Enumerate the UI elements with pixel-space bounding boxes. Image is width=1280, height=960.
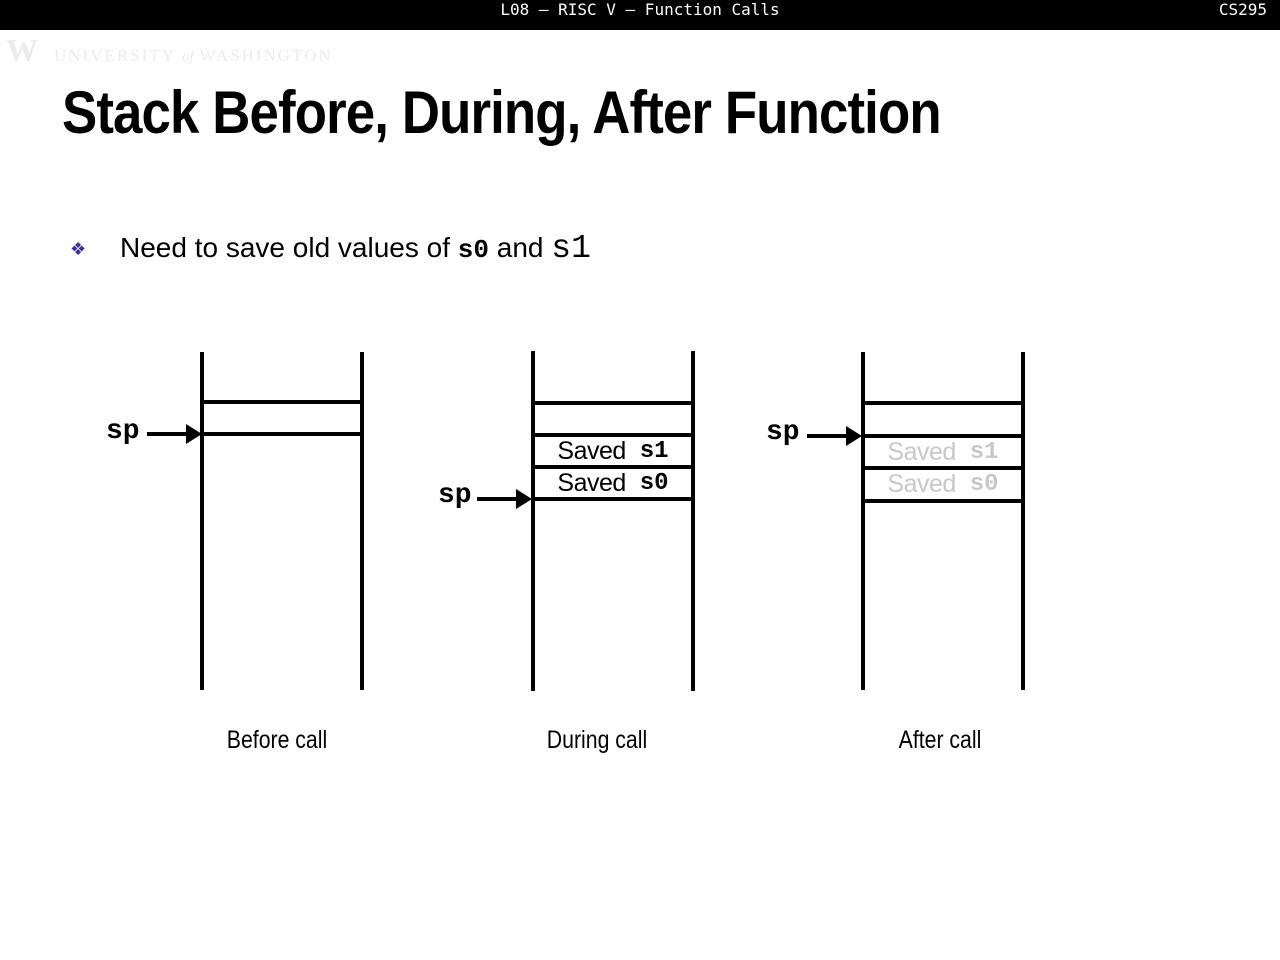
bullet-diamond-icon: ❖	[70, 239, 87, 259]
header-bar: L08 – RISC V – Function Calls CS295	[0, 0, 1280, 30]
stack-cell-line	[531, 465, 695, 469]
register-name: s1	[639, 437, 669, 465]
stack-right-wall	[1021, 352, 1025, 690]
stack-cell-line	[861, 466, 1025, 470]
watermark-university: UNIVERSITY	[54, 46, 176, 65]
sp-arrow-line	[147, 432, 191, 436]
sp-pointer-label: sp	[106, 416, 140, 447]
stack-cell-stale-s0: Saved s0	[865, 470, 1021, 498]
stack-cell-saved-s1: Saved s1	[535, 437, 691, 465]
stack-cell-line	[200, 432, 364, 436]
stack-right-wall	[691, 351, 695, 691]
bullet-text: Need to save old values of s0 and s1	[120, 230, 591, 267]
stack-cell-line	[531, 401, 695, 405]
stack-cell-saved-s0: Saved s0	[535, 469, 691, 497]
watermark-of: of	[182, 49, 194, 65]
stack-cell-line	[531, 497, 695, 501]
sp-arrow-head-icon	[516, 489, 532, 509]
bullet-conjunction: and	[488, 232, 552, 263]
register-name: s1	[969, 438, 999, 466]
watermark-washington: WASHINGTON	[199, 46, 333, 65]
sp-arrow-line	[807, 434, 851, 438]
stack-left-wall	[200, 352, 204, 690]
uw-logo: W	[6, 32, 38, 68]
saved-label: Saved	[557, 468, 626, 497]
stack-cell-line	[861, 499, 1025, 503]
stack-cell-stale-s1: Saved s1	[865, 438, 1021, 466]
lecture-title: L08 – RISC V – Function Calls	[500, 0, 780, 19]
register-name: s0	[969, 470, 999, 498]
bullet-text-before: Need to save old values of	[120, 232, 458, 263]
stack-right-wall	[360, 352, 364, 690]
sp-arrow-line	[477, 497, 521, 501]
stack-cell-line	[861, 401, 1025, 405]
sp-pointer-label: sp	[766, 417, 800, 448]
course-code: CS295	[1218, 0, 1267, 19]
stack-caption-before: Before call	[226, 726, 328, 754]
stack-caption-after: After call	[898, 726, 982, 754]
saved-label: Saved	[557, 436, 626, 465]
stack-left-wall	[531, 351, 535, 691]
sp-pointer-label: sp	[438, 480, 472, 511]
sp-arrow-head-icon	[846, 426, 862, 446]
uw-watermark: W UNIVERSITY of WASHINGTON	[6, 34, 333, 68]
register-s0: s0	[457, 235, 489, 265]
register-s1: s1	[551, 230, 591, 267]
register-name: s0	[639, 469, 669, 497]
stack-cell-line	[200, 400, 364, 404]
saved-label: Saved	[887, 469, 956, 498]
stack-caption-during: During call	[546, 726, 648, 754]
page-title: Stack Before, During, After Function	[62, 79, 942, 146]
stack-cell-line	[861, 434, 1025, 438]
sp-arrow-head-icon	[186, 424, 202, 444]
stack-left-wall	[861, 352, 865, 690]
stack-cell-line	[531, 433, 695, 437]
saved-label: Saved	[887, 437, 956, 466]
